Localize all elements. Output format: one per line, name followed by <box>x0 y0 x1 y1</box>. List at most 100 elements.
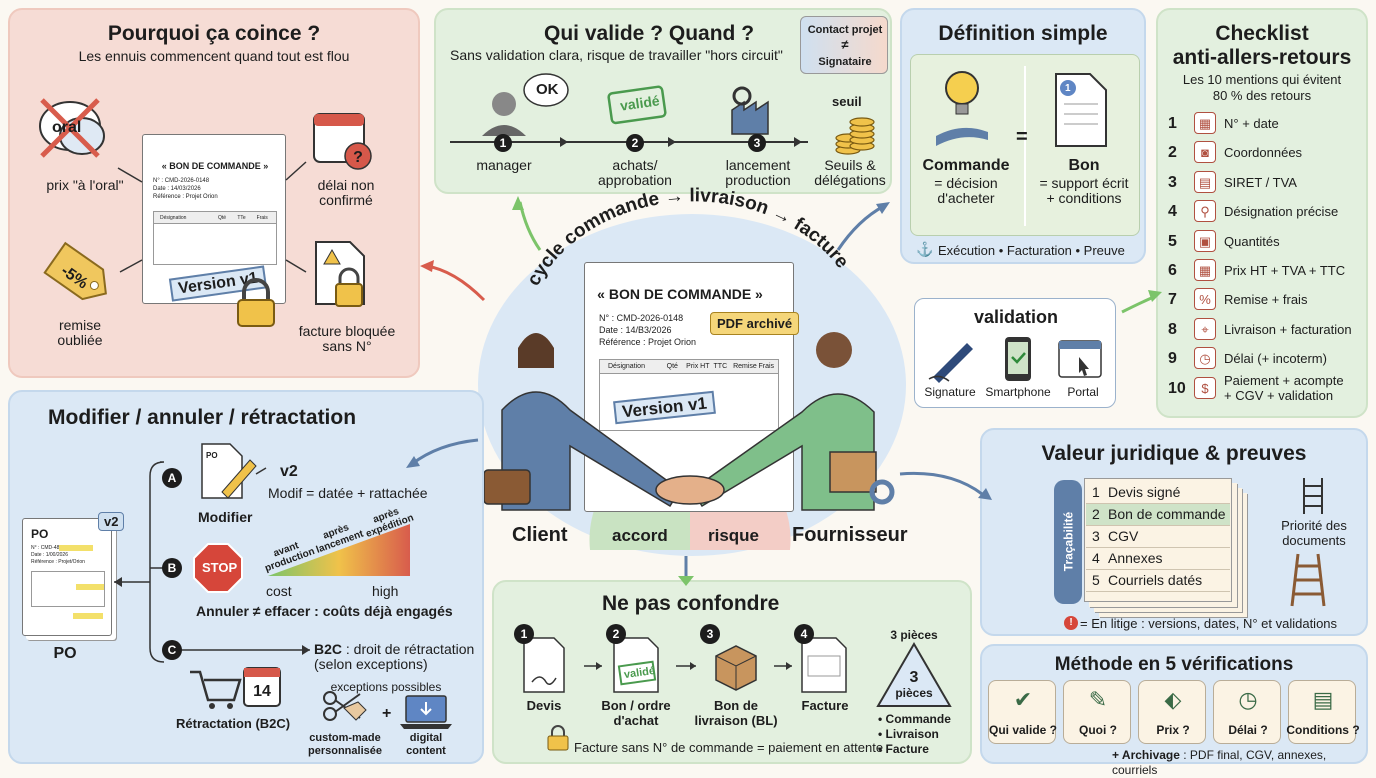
step-label: achats/ approbation <box>598 157 672 188</box>
checklist-number: 8 <box>1168 320 1177 338</box>
arrows <box>117 161 307 273</box>
checklist-item: 5▣Quantités <box>1158 228 1370 256</box>
person-check-icon: ✔ <box>1013 687 1033 712</box>
panel-title: Pourquoi ça coince ? <box>107 22 321 45</box>
doc-line: Référence : Projet/Orion <box>31 559 85 565</box>
col-header: Qté <box>218 215 227 221</box>
proof-label: CGV <box>1108 528 1139 544</box>
col-header: Frais <box>256 215 268 221</box>
panel-ne-pas-confondre: Ne pas confondre 1 2 3 4 validé Devis Bo… <box>492 580 972 764</box>
checklist-item: 7%Remise + frais <box>1158 286 1370 314</box>
bon-desc: = support écrit + conditions <box>1039 175 1129 206</box>
contact-label: Contact projet <box>807 24 883 36</box>
bon-label: Bon <box>1068 157 1100 174</box>
footer-label: Exécution • Facturation • Preuve <box>938 243 1125 258</box>
step-badge: 2 <box>606 624 626 644</box>
plus-label: + <box>382 705 392 722</box>
seuil-label: seuil <box>832 94 862 109</box>
validation-item: Signature <box>924 385 976 399</box>
col-header: TTe <box>237 215 246 221</box>
commande-label: Commande <box>922 157 1010 174</box>
method-label: Conditions ? <box>1286 723 1360 737</box>
col-header: TTC <box>713 363 728 370</box>
branch-badge-a: A <box>162 468 182 488</box>
oral-label: oral <box>52 119 82 136</box>
checklist-number: 4 <box>1168 203 1177 221</box>
doc-line: Date : 14/B3/2026 <box>599 325 672 335</box>
client-label: Client <box>512 524 568 546</box>
checklist-item: 4 ⚲ Désignation précise <box>1158 198 1370 226</box>
highlight <box>73 613 103 619</box>
panel-checklist: Checklist anti-allers-retours Les 10 men… <box>1156 8 1368 418</box>
contact-signataire-box: Contact projet ≠ Signataire <box>800 16 888 74</box>
doc-line: Référence : Projet Orion <box>599 337 697 347</box>
panel-subtitle: Les ennuis commencent quand tout est flo… <box>78 48 350 64</box>
doc-line: N° : CMD-2026-0148 <box>599 313 684 323</box>
method-card: ✔ Qui valide ? <box>988 680 1057 744</box>
proof-item: 2 Bon de commande <box>1086 504 1230 526</box>
step-label: Bon / ordre d'achat <box>601 698 671 728</box>
step-badge: 4 <box>794 624 814 644</box>
doc-line: Référence : Projet Orion <box>153 194 218 200</box>
pdf-archive-badge: PDF archivé <box>710 312 800 335</box>
validation-item: Smartphone <box>985 385 1051 399</box>
step-badge: 3 <box>748 134 766 152</box>
doc-table <box>31 571 105 607</box>
proof-number: 4 <box>1092 550 1100 566</box>
po-label: PO <box>53 645 77 662</box>
price-tag-icon: ⬖ <box>1164 687 1182 712</box>
col-header: Frais <box>758 363 775 370</box>
checklist-item-icon: ⚲ <box>1194 200 1216 223</box>
wooden-ladder-icon <box>1290 553 1326 607</box>
po-document: PO N° : CMD-4850LE MG Date : 1/00/2026 R… <box>22 518 112 636</box>
checklist-item: 1▦N° + date <box>1158 110 1370 138</box>
panel-qui-valide: Qui valide ? Quand ? Sans validation cla… <box>434 8 892 194</box>
lightbulb-hand-icon <box>936 71 988 146</box>
modifier-label: Modifier <box>198 509 253 525</box>
b2c-line: B2C : droit de rétractation (selon excep… <box>314 642 474 672</box>
method-label: Qui valide ? <box>988 723 1057 737</box>
col-header: Désignation <box>608 363 645 370</box>
validation-item: Portal <box>1067 385 1099 399</box>
panel-title: Méthode en 5 vérifications <box>1054 654 1294 675</box>
anchor-icon: ⚓ <box>916 241 934 257</box>
v2-badge: v2 <box>98 512 125 531</box>
doc-title: « BON DE COMMANDE » <box>597 286 763 302</box>
proof-label: Courriels datés <box>1108 572 1203 588</box>
checklist-label: Désignation précise <box>1224 204 1339 220</box>
handshake-people-icon <box>483 332 895 511</box>
panel-title: Checklist anti-allers-retours <box>1172 22 1352 69</box>
method-card: ⬖Prix ? <box>1138 680 1206 744</box>
delai-label: délai non confirmé <box>317 177 375 208</box>
padlock-icon <box>237 278 275 327</box>
checklist-pen-icon: ✎ <box>1088 687 1108 712</box>
panel-methode: Méthode en 5 vérifications ✔ Qui valide ?… <box>980 644 1368 777</box>
col-header: Qté <box>666 363 678 370</box>
proof-label: Bon de commande <box>1108 506 1226 522</box>
panel-title: Modifier / annuler / rétractation <box>48 406 357 429</box>
checklist-item-icon: ▦ <box>1194 259 1216 281</box>
proof-number: 2 <box>1092 506 1100 522</box>
step-badge: 3 <box>700 624 720 644</box>
panel-pourquoi: Pourquoi ça coince ? Les ennuis commence… <box>8 8 420 378</box>
trace-bar <box>1054 480 1082 604</box>
doc-stack <box>1084 478 1232 602</box>
checklist-number: 10 <box>1168 379 1186 397</box>
step-label: lancement production <box>725 157 791 188</box>
step-label: Bon de livraison (BL) <box>694 698 778 728</box>
pen-icon <box>928 343 973 383</box>
validation-box: validation Signature Smartphone Portal <box>914 298 1116 408</box>
ok-label: OK <box>536 81 559 98</box>
doc-line: N° : CMD-2026-0148 <box>153 178 210 184</box>
method-card: ✎Quoi ? <box>1063 680 1131 744</box>
step-badge: 2 <box>626 134 644 152</box>
proof-number: 5 <box>1092 572 1100 588</box>
doc-line: N° : CMD-4850LE MG <box>31 545 81 551</box>
commande-desc: = décision d'acheter <box>934 175 998 206</box>
checklist-number: 2 <box>1168 144 1177 162</box>
divider <box>1024 66 1026 226</box>
method-card: ◷Délai ? <box>1213 680 1281 744</box>
price-tag-icon <box>43 241 107 301</box>
checklist-item-icon: ◙ <box>1194 141 1216 164</box>
